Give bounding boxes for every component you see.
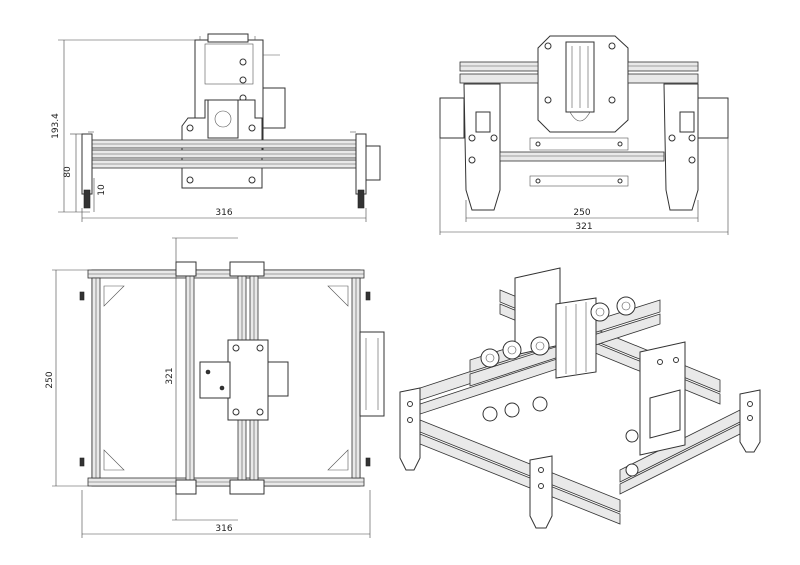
dim-top-outer-height: 250 bbox=[45, 371, 55, 388]
dim-inner-width: 250 bbox=[573, 208, 590, 218]
side-view: 250 321 bbox=[439, 35, 729, 235]
front-rail bbox=[419, 419, 621, 513]
stepper-motor bbox=[207, 99, 239, 139]
dim-front-width: 316 bbox=[215, 208, 232, 218]
dim-frame-height: 80 bbox=[63, 166, 73, 178]
dim-low-height: 10 bbox=[97, 184, 107, 196]
right-leg-plate bbox=[663, 83, 699, 211]
dim-total-height: 193.4 bbox=[51, 113, 61, 139]
left-end-plate bbox=[81, 133, 93, 195]
control-board bbox=[199, 361, 231, 399]
right-end-plate bbox=[355, 133, 367, 195]
front-view: 193.4 80 10 316 bbox=[51, 33, 381, 222]
isometric-view bbox=[399, 267, 761, 529]
dim-top-inner-span: 321 bbox=[165, 367, 175, 384]
dim-outer-width: 321 bbox=[575, 222, 592, 232]
left-leg-plate bbox=[463, 83, 501, 211]
dim-top-width: 316 bbox=[215, 524, 232, 534]
cross-beam bbox=[499, 151, 665, 162]
side-motor bbox=[262, 87, 286, 129]
iso-stepper bbox=[649, 389, 681, 439]
laser-carriage bbox=[227, 339, 269, 421]
top-view: 250 321 316 bbox=[45, 237, 385, 538]
